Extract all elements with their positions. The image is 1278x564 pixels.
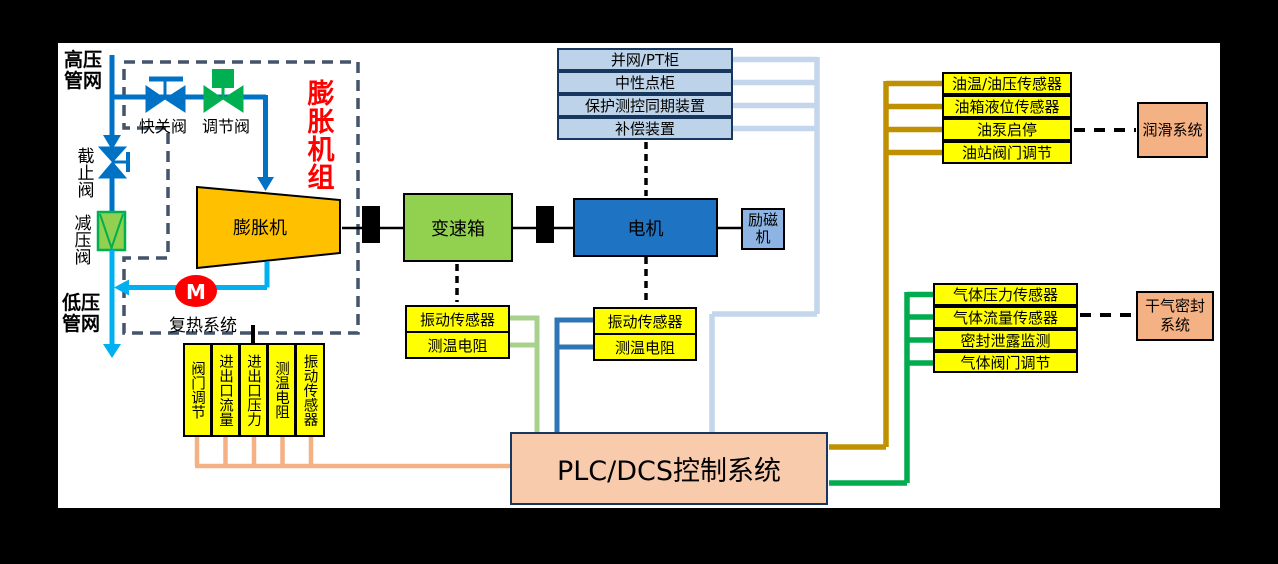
coupling-block <box>362 206 380 243</box>
process-sensor-box: 阀门调节 <box>183 343 212 437</box>
gas-seal-line <box>829 291 933 486</box>
lubrication-system-node: 润滑系统 <box>1137 102 1208 158</box>
expansion-unit-title: 膨胀机组 <box>302 79 334 191</box>
oil-system-row: 油站阀门调节 <box>942 141 1072 164</box>
quick-close-valve-label: 快关阀 <box>138 116 187 136</box>
arrow-down-icon <box>103 135 121 150</box>
motor-sensor-row: 测温电阻 <box>593 333 697 361</box>
expansion-unit-dashed-border <box>122 60 360 335</box>
stop-valve-label: 截止阀 <box>73 146 94 198</box>
process-sensor-box: 测温电阻 <box>267 343 296 437</box>
oil-system-row: 油箱液位传感器 <box>942 95 1072 118</box>
coupling-block <box>536 206 554 243</box>
dashed-links <box>455 128 1136 317</box>
high-pressure-pipe <box>109 55 268 214</box>
motor-sensor-row: 振动传感器 <box>593 307 697 335</box>
cabinet-row: 保护测控同期装置 <box>557 94 733 117</box>
expander-label: 膨胀机 <box>233 218 287 239</box>
gearbox-node: 变速箱 <box>403 193 513 262</box>
process-sensor-box: 进出口流量 <box>211 343 240 437</box>
cabinet-row: 并网/PT柜 <box>557 48 733 71</box>
gas-seal-row: 密封泄露监测 <box>933 329 1078 351</box>
plc-dcs-node: PLC/DCS控制系统 <box>510 432 828 505</box>
expander-shape <box>196 185 341 270</box>
arrow-down-icon <box>103 344 121 358</box>
m-motor-icon <box>175 275 217 307</box>
quick-close-valve-icon <box>145 76 186 113</box>
exciter-node: 励磁机 <box>741 208 785 250</box>
cabinet-row: 补偿装置 <box>557 117 733 140</box>
motor-node: 电机 <box>573 198 718 257</box>
oil-system-row: 油泵启停 <box>942 118 1072 141</box>
stop-valve-icon <box>97 146 130 179</box>
process-sensor-line <box>194 437 511 469</box>
dry-gas-seal-system-node: 干气密封系统 <box>1136 291 1214 341</box>
motor-sensor-line <box>554 317 593 433</box>
cabinet-connector-line <box>709 56 820 433</box>
gas-seal-row: 气体阀门调节 <box>933 351 1078 373</box>
gearbox-sensor-row: 振动传感器 <box>405 305 510 333</box>
arrow-down-icon <box>257 177 274 191</box>
reducing-valve-label: 减压阀 <box>70 213 91 265</box>
process-sensor-box: 进出口压力 <box>239 343 268 437</box>
high-pressure-label: 高压管网 <box>63 49 102 92</box>
gas-seal-row: 气体流量传感器 <box>933 306 1078 329</box>
regulating-valve-label: 调节阀 <box>201 116 250 136</box>
reheat-system-label: 复热系统 <box>169 316 237 336</box>
oil-system-row: 油温/油压传感器 <box>942 72 1072 95</box>
gearbox-sensor-row: 测温电阻 <box>405 331 510 359</box>
process-sensor-box: 振动传感器 <box>295 343 325 437</box>
arrow-left-icon <box>114 279 129 296</box>
m-motor-label: M <box>186 279 206 304</box>
regulating-valve-icon <box>203 69 244 113</box>
gearbox-sensor-line <box>510 315 540 433</box>
gas-seal-row: 气体压力传感器 <box>933 283 1078 306</box>
low-pressure-label: 低压管网 <box>61 292 100 335</box>
cabinet-row: 中性点柜 <box>557 71 733 94</box>
reducing-valve-icon <box>96 210 127 252</box>
oil-system-line <box>829 80 942 450</box>
